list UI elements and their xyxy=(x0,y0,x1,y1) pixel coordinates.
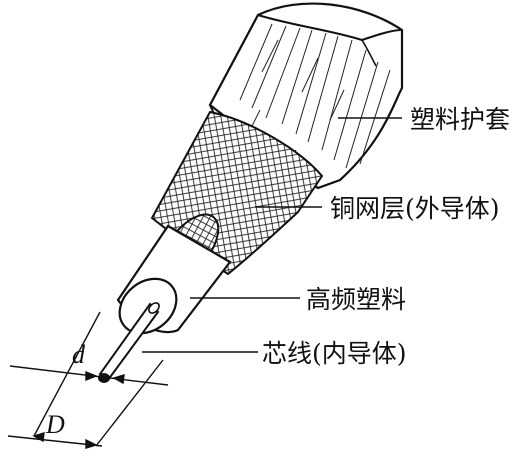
dimension-inner-d: d xyxy=(72,340,85,369)
label-core: 芯线(内导体) xyxy=(262,339,407,368)
label-dielectric: 高频塑料 xyxy=(306,285,407,314)
label-braid: 铜网层(外导体) xyxy=(330,194,500,223)
core-wire xyxy=(98,302,160,383)
dimension-outer-D: D xyxy=(46,410,65,439)
label-jacket: 塑料护套 xyxy=(410,105,511,134)
dimension-lines xyxy=(7,311,169,449)
leader-lines xyxy=(142,117,402,353)
